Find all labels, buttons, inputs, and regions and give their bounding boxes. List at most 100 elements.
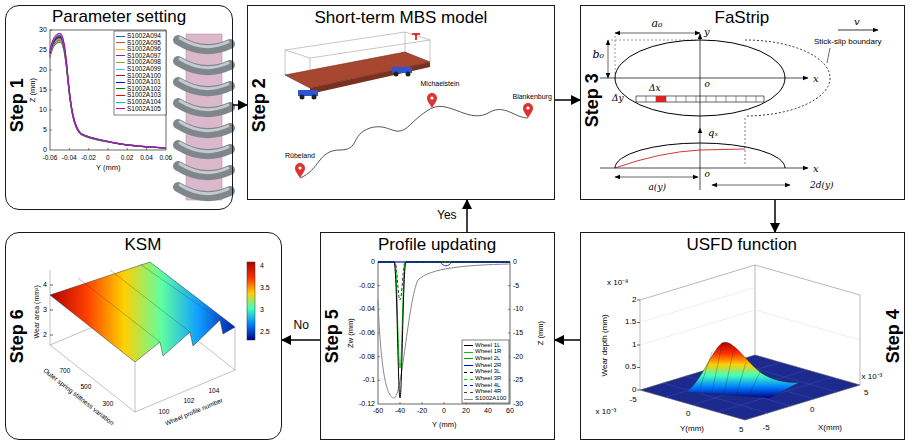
- legend-text: S1002A100: [127, 72, 161, 79]
- step-label: Step 1: [7, 78, 28, 132]
- axis-label: Y (mm): [96, 164, 120, 172]
- place-label: Blankenburg: [513, 93, 552, 101]
- flow-arrow: [555, 99, 580, 101]
- symbol-label: Δx: [649, 84, 661, 94]
- legend-line: [116, 49, 125, 50]
- process-box: Short-term MBS modelStep 2: [247, 5, 555, 200]
- legend-text: Wheel 2L: [475, 355, 500, 362]
- surrogate-surface: [50, 262, 255, 412]
- legend-text: S1002A105: [127, 105, 161, 112]
- flow-arrow: [233, 104, 247, 106]
- legend-text: S1002A104: [127, 98, 161, 105]
- place-label: Michaelstein: [421, 80, 460, 88]
- tick-label: 2: [632, 296, 636, 305]
- tick-label: 5: [739, 426, 743, 435]
- tick-label: 104: [209, 387, 220, 394]
- step-label: Step 6: [7, 309, 28, 363]
- tick-label: 0.5: [625, 363, 636, 372]
- tick-label: 3: [260, 306, 264, 314]
- tick-label: -5: [630, 396, 637, 405]
- axis-label: Z (mm): [537, 321, 545, 345]
- tick-label: -30: [513, 400, 523, 408]
- tick-label: -15: [513, 329, 523, 337]
- tick-label: 100: [159, 408, 170, 415]
- tick-label: 0: [513, 258, 517, 266]
- legend-line: [464, 345, 473, 346]
- axis-label: Wear area (mm²): [32, 285, 40, 338]
- symbol-label: a(y): [649, 183, 666, 193]
- legend-text: Wheel 4L: [475, 382, 500, 389]
- tick-label: 30: [39, 26, 47, 34]
- legend-text: Wheel 3R: [475, 375, 501, 382]
- tick-label: 0: [810, 406, 814, 415]
- tick-label: 20: [39, 66, 47, 74]
- legend-line: [464, 352, 473, 353]
- legend-text: S1002A098: [127, 58, 161, 65]
- axis-label: Zw (mm): [347, 318, 355, 348]
- legend-line: [116, 75, 125, 76]
- symbol-label: y: [704, 26, 710, 37]
- tick-label: -25: [513, 376, 523, 384]
- tick-label: 0.06: [159, 154, 172, 161]
- legend-line: [116, 102, 125, 103]
- tick-label: 0: [442, 407, 446, 415]
- legend-line: [464, 358, 473, 359]
- legend-text: Wheel 4R: [475, 388, 501, 395]
- tick-label: 40: [484, 407, 492, 415]
- process-box: FaStripStep 3: [580, 5, 905, 200]
- legend-text: S1002A094: [127, 32, 161, 39]
- axis-label: Y(mm): [680, 425, 704, 434]
- contact-patch: [600, 30, 878, 190]
- legend-text: Wheel 1R: [475, 348, 501, 355]
- tick-label: 60: [506, 407, 514, 415]
- legend-line: [116, 55, 125, 56]
- tick-label: 20: [462, 407, 470, 415]
- process-box: USFD functionStep 4: [580, 232, 905, 440]
- legend-line: [464, 399, 473, 400]
- tick-label: -5: [513, 282, 519, 290]
- step-title: USFD function: [687, 235, 798, 255]
- symbol-label: qₓ: [708, 127, 718, 138]
- symbol-label: x: [813, 73, 819, 84]
- tick-label: -0.08: [359, 353, 375, 361]
- step-label: Step 2: [249, 78, 270, 132]
- flow-arrow: [555, 339, 580, 341]
- route-map: [295, 93, 533, 178]
- tick-label: 10: [39, 106, 47, 114]
- tick-label: 4: [43, 281, 47, 289]
- axis-label: X(mm): [818, 424, 842, 433]
- tick-label: 3: [43, 306, 47, 314]
- legend-line: [116, 62, 125, 63]
- symbol-label: o: [705, 170, 710, 180]
- edge-label: Yes: [435, 209, 459, 223]
- legend-text: Wheel 2R: [475, 362, 501, 369]
- tick-label: -0.04: [359, 305, 375, 313]
- tick-label: 1: [632, 341, 636, 350]
- legend-text: S1002A097: [127, 52, 161, 59]
- legend-line: [464, 385, 473, 386]
- flow-arrow: [466, 200, 468, 232]
- step-title: FaStrip: [715, 8, 770, 28]
- legend-line: [464, 392, 473, 393]
- tick-label: 500: [81, 383, 92, 390]
- tick-label: -0.06: [43, 154, 58, 161]
- tick-label: 0: [43, 146, 47, 154]
- legend-line: [116, 95, 125, 96]
- tick-label: 0: [632, 386, 636, 395]
- tick-label: -60: [373, 407, 383, 415]
- symbol-label: Δy: [612, 94, 624, 104]
- tick-label: -0.1: [363, 376, 375, 384]
- step-title: Profile updating: [378, 235, 496, 255]
- wagon-model: [285, 32, 430, 100]
- symbol-label: 2d(y): [810, 181, 834, 191]
- legend-line: [116, 82, 125, 83]
- tick-label: 0.02: [121, 154, 134, 161]
- tick-label: 1.5: [625, 318, 636, 327]
- coil-spring: [178, 34, 230, 200]
- tick-label: -5: [763, 424, 770, 433]
- tick-label: -20: [417, 407, 427, 415]
- tick-label: -0.12: [359, 400, 375, 408]
- legend-text: S1002A095: [127, 39, 161, 46]
- tick-label: -40: [395, 407, 405, 415]
- symbol-label: v: [854, 16, 860, 27]
